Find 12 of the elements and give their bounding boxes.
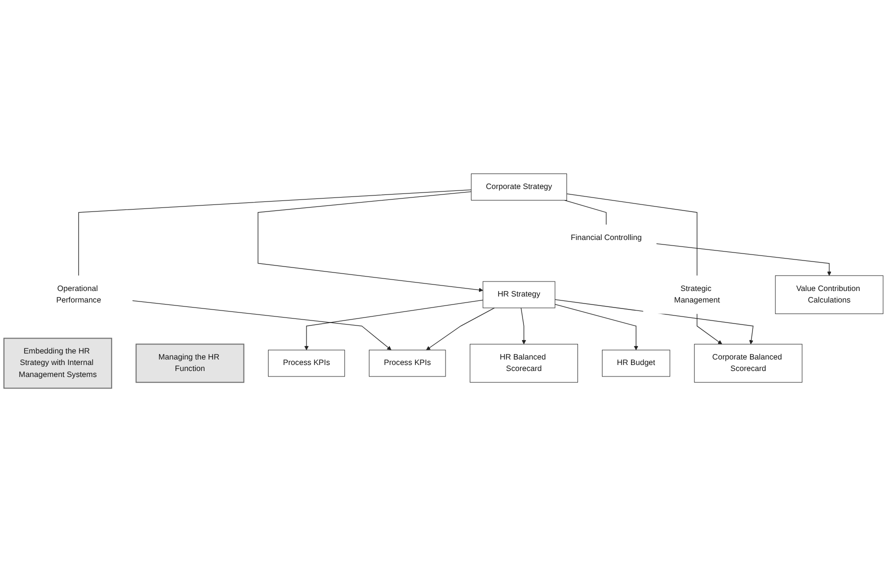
connector <box>564 200 607 226</box>
arrow <box>554 299 754 344</box>
arrow <box>258 191 484 292</box>
connector <box>78 189 472 276</box>
arrow <box>304 300 484 350</box>
arrow <box>520 308 526 344</box>
arrow <box>554 304 638 350</box>
arrow <box>656 243 832 276</box>
arrow <box>426 308 495 350</box>
connector <box>566 194 698 276</box>
arrow <box>132 300 392 350</box>
arrow <box>696 313 722 344</box>
